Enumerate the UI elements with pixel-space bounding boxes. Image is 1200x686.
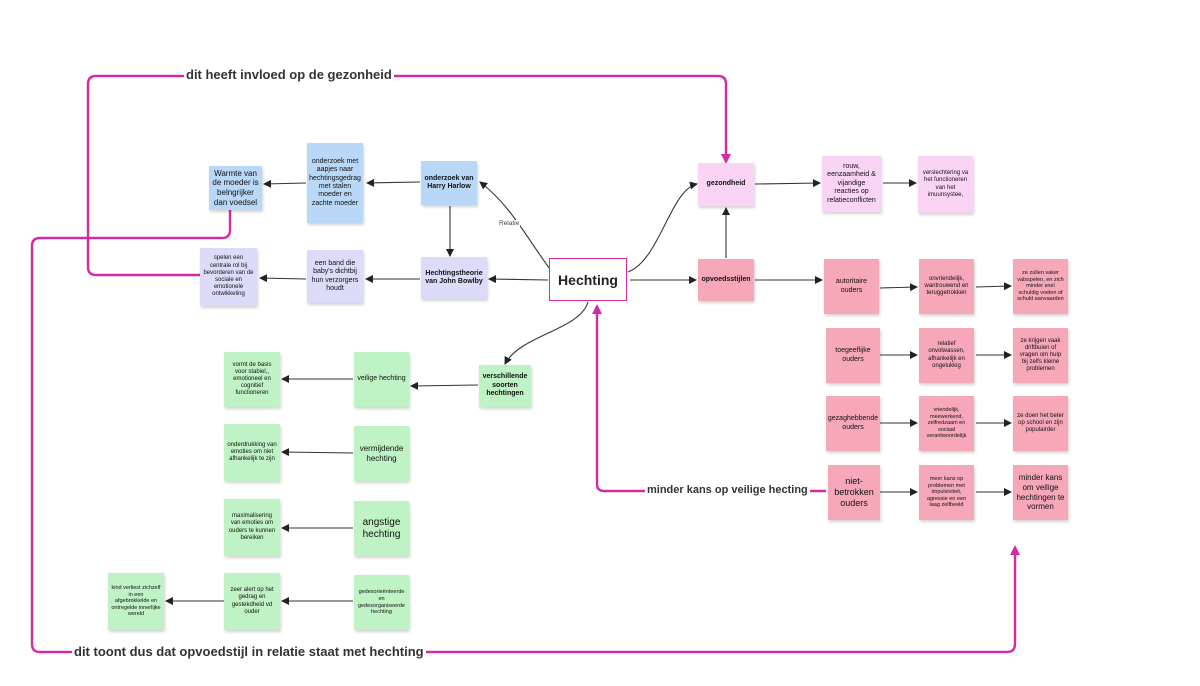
note-text: meer kans op problemen met impulsiviteit… [926, 476, 967, 509]
edge-autoritair-desc [879, 283, 918, 292]
note-autoritaire-ouders[interactable]: autoritaire ouders [824, 259, 879, 314]
annotation-opvoedstijl: dit toont dus dat opvoedstijl in relatie… [72, 644, 426, 659]
note-vermijdende-hechting[interactable]: vermijdende hechting [354, 426, 409, 481]
edge-hechting-bowlby [488, 275, 549, 284]
note-text: verslechtering va het functioneren van h… [922, 170, 969, 198]
note-text: gezaghebbende ouders [827, 415, 879, 431]
note-nietbetrokken-desc[interactable]: meer kans op problemen met impulsiviteit… [919, 465, 974, 520]
note-text: toegeeflijke ouders [835, 347, 871, 363]
note-autoritaire-desc[interactable]: onvriendelijk, wantrouwend en teruggetro… [919, 259, 974, 314]
note-text: onvriendelijk, wantrouwend en teruggetro… [924, 275, 969, 297]
note-toegeeflijke-result[interactable]: ze krijgen vaak driftbuien of vragen om … [1013, 328, 1068, 383]
note-text: ze doen het beter op school en zijn popu… [1017, 412, 1064, 434]
note-text: vermijdende hechting [359, 443, 404, 463]
note-text: Warmte van de moeder is belngrijker dan … [212, 168, 259, 207]
note-text: ze zullen vaker valsspelen, en zich mind… [1017, 270, 1064, 303]
magenta-link-veilige-hechting [592, 304, 826, 493]
note-gedesorganiseerde-hechting[interactable]: gedesorieënteerde en gedesorganiseerde h… [354, 575, 409, 630]
note-text: maximalisering van emoties om ouders te … [228, 513, 276, 541]
note-gezondheid[interactable]: gezondheid [698, 163, 754, 206]
edge-hechting-soorten [504, 301, 589, 365]
note-gedesorganiseerde-result[interactable]: kind verliest zichzelf in een afgebrokke… [108, 573, 164, 630]
note-text: gedesorieënteerde en gedesorganiseerde h… [357, 589, 406, 616]
note-angstige-desc[interactable]: maximalisering van emoties om ouders te … [224, 499, 280, 556]
magenta-link-gezondheid [86, 74, 731, 277]
note-text: verschillende soorten hechtingen [482, 373, 528, 398]
note-text: angstige hechting [362, 516, 401, 540]
note-text: autoritaire ouders [835, 278, 868, 294]
note-text: onderzoek van Harry Harlow [424, 174, 474, 190]
edge-hechting-harlow [479, 181, 553, 273]
note-gezaghebbende-desc[interactable]: vriendelijk, meewerkend, zelfredzaam en … [919, 396, 974, 451]
note-text: zeer alert op het gedrag en gestekdheid … [230, 587, 274, 615]
note-gezaghebbende-ouders[interactable]: gezaghebbende ouders [826, 396, 880, 451]
note-gedesorganiseerde-desc[interactable]: zeer alert op het gedrag en gestekdheid … [224, 573, 280, 630]
note-toegeeflijke-desc[interactable]: relatief onvolwassen, afhankelijk en ong… [919, 328, 974, 383]
note-verschillende-soorten[interactable]: verschillende soorten hechtingen [479, 365, 531, 407]
edge-autoritair-result [975, 282, 1012, 291]
edge-soorten-veilig [410, 381, 479, 390]
note-text: vormt de basis voor stabiel,, emotioneel… [232, 361, 272, 397]
note-text: onderdrukking van emoties om niet afhank… [227, 441, 277, 463]
edge-gezondheid-rouw [754, 179, 821, 188]
note-warmte-moeder[interactable]: Warmte van de moeder is belngrijker dan … [209, 166, 262, 210]
note-text: een band die baby's dichtbij hun verzorg… [311, 259, 359, 292]
note-text: gezondheid [706, 180, 746, 188]
note-text: vriendelijk, meewerkend, zelfredzaam en … [926, 407, 967, 440]
note-vermijdende-desc[interactable]: onderdrukking van emoties om niet afhank… [224, 424, 280, 481]
edge-vermijdend-desc [281, 448, 354, 457]
note-text: opvoedsstijlen [701, 275, 751, 283]
note-text: onderzoek met aapjes naar hechtingsgedra… [309, 157, 361, 207]
note-text: relatief onvolwassen, afhankelijk en ong… [928, 341, 965, 369]
central-topic-hechting[interactable]: Hechting [549, 258, 627, 301]
edge-aapjes-warmte [263, 179, 307, 188]
note-band-baby[interactable]: een band die baby's dichtbij hun verzorg… [307, 250, 363, 303]
note-nietbetrokken-ouders[interactable]: niet-betrokken ouders [828, 465, 880, 520]
note-nietbetrokken-result[interactable]: minder kans om veilige hechtingen te vor… [1013, 465, 1068, 520]
central-topic-label: Hechting [558, 271, 618, 288]
note-spelen-rol[interactable]: spelen een centrale rol bij bevorderen v… [200, 248, 257, 306]
annotation-gezonheid: dit heeft invloed op de gezonheid [184, 67, 394, 82]
note-text: minder kans om veilige hechtingen te vor… [1016, 473, 1065, 512]
note-hechtingstheorie-bowlby[interactable]: Hechtingstheorie van John Bowlby [421, 257, 487, 299]
note-text: kind verliest zichzelf in een afgebrokke… [111, 585, 161, 618]
note-onderzoek-aapjes[interactable]: onderzoek met aapjes naar hechtingsgedra… [307, 143, 363, 223]
note-toegeeflijke-ouders[interactable]: toegeeflijke ouders [826, 328, 880, 383]
note-text: rouw, eenzaamheid & vijandige reacties o… [827, 163, 876, 204]
note-text: veilige hechting [357, 375, 406, 383]
note-veilige-desc[interactable]: vormt de basis voor stabiel,, emotioneel… [224, 352, 280, 407]
note-text: spelen een centrale rol bij bevorderen v… [203, 255, 254, 298]
note-angstige-hechting[interactable]: angstige hechting [354, 501, 409, 556]
note-rouw[interactable]: rouw, eenzaamheid & vijandige reacties o… [822, 156, 881, 212]
note-opvoedsstijlen[interactable]: opvoedsstijlen [698, 259, 754, 301]
note-text: ze krijgen vaak driftbuien of vragen om … [1019, 337, 1062, 373]
note-verslechtering[interactable]: verslechtering va het functioneren van h… [918, 156, 973, 213]
note-text: niet-betrokken ouders [834, 476, 874, 508]
edge-hechting-gezondheid [627, 181, 698, 273]
note-text: Hechtingstheorie van John Bowlby [425, 269, 483, 285]
note-gezaghebbende-result[interactable]: ze doen het beter op school en zijn popu… [1013, 396, 1068, 451]
note-onderzoek-harlow[interactable]: onderzoek van Harry Harlow [421, 161, 477, 205]
note-autoritaire-result[interactable]: ze zullen vaker valsspelen, en zich mind… [1013, 259, 1068, 314]
edge-band-spelen [259, 274, 307, 283]
edge-label-relatie: Relatie [498, 220, 521, 227]
note-veilige-hechting[interactable]: veilige hechting [354, 352, 409, 407]
annotation-veilige-hecting: minder kans op veilige hecting [645, 484, 810, 496]
edge-harlow-aapjes [366, 178, 421, 187]
